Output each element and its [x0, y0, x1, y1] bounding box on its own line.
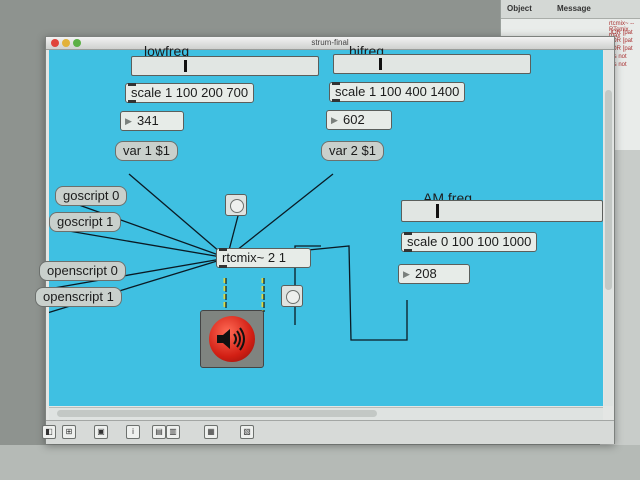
- horizontal-scroll-thumb[interactable]: [57, 410, 377, 417]
- zoom-light[interactable]: [73, 39, 81, 47]
- console-col-object: Object: [507, 4, 532, 13]
- scale-object-lowfreq[interactable]: scale 1 100 200 700: [125, 83, 255, 103]
- rtcmix-object[interactable]: rtcmix~ 2 1: [216, 248, 311, 268]
- lowfreq-label: lowfreq: [144, 43, 190, 59]
- dac-disc: [209, 316, 255, 362]
- number-box-lowfreq[interactable]: ▶ 341: [120, 111, 184, 131]
- patcher-toolbar: ◧ ⊞ ▣ i ▤ ▥ ▦ ▧: [42, 420, 614, 444]
- var-1-message[interactable]: var 1 $1: [115, 141, 178, 161]
- console-line: JOR [pat: [609, 38, 633, 44]
- slider-knob[interactable]: [379, 58, 382, 70]
- number-triangle-icon: ▶: [403, 269, 410, 279]
- vertical-scroll-thumb[interactable]: [605, 90, 612, 290]
- patch-cord: [226, 173, 334, 259]
- info-icon[interactable]: i: [126, 425, 140, 439]
- close-light[interactable]: [51, 39, 59, 47]
- scale-object-hifreq[interactable]: scale 1 100 400 1400: [329, 82, 466, 102]
- number-box-hifreq[interactable]: ▶ 602: [326, 110, 392, 130]
- goscript-1-message[interactable]: goscript 1: [49, 212, 122, 232]
- horizontal-scrollbar[interactable]: [49, 407, 603, 420]
- patch-cords: [49, 90, 410, 341]
- am-freq-slider[interactable]: [401, 200, 603, 222]
- console-header: [501, 0, 640, 19]
- bang-button[interactable]: [225, 194, 247, 216]
- console-line: ies not: [609, 54, 627, 60]
- presentation-icon[interactable]: ▤: [152, 425, 166, 439]
- number-box-am[interactable]: ▶ 208: [398, 264, 470, 284]
- number-triangle-icon: ▶: [331, 115, 338, 125]
- openscript-0-message[interactable]: openscript 0: [39, 261, 126, 281]
- console-col-message: Message: [557, 4, 591, 13]
- vertical-scrollbar[interactable]: [604, 50, 613, 406]
- minimize-light[interactable]: [62, 39, 70, 47]
- patch-cord: [128, 173, 228, 259]
- slider-knob[interactable]: [184, 60, 187, 72]
- window-title: strum-final: [311, 38, 349, 47]
- hifreq-slider[interactable]: [333, 54, 531, 74]
- console-line: JOR [pat: [609, 30, 633, 36]
- save-icon[interactable]: ▣: [94, 425, 108, 439]
- bang-button[interactable]: [281, 285, 303, 307]
- grid-icon[interactable]: ⊞: [62, 425, 76, 439]
- patcher-window: strum-final: [35, 36, 615, 444]
- align-icon[interactable]: ▦: [204, 425, 218, 439]
- console-line: JOR [pat: [609, 46, 633, 52]
- console-line: ies not: [609, 62, 627, 68]
- lock-icon[interactable]: ◧: [42, 425, 56, 439]
- scale-object-am[interactable]: scale 0 100 100 1000: [401, 232, 538, 252]
- patch-cord: [53, 257, 228, 289]
- zoom-icon[interactable]: ▧: [240, 425, 254, 439]
- number-triangle-icon: ▶: [125, 116, 132, 126]
- slider-knob[interactable]: [436, 204, 439, 218]
- patcher-canvas[interactable]: lowfreq hifreq AM freq scale 1 100 200 7…: [35, 43, 603, 406]
- paste-icon[interactable]: ▥: [166, 425, 180, 439]
- patch-cord: [62, 229, 228, 259]
- speaker-icon: [217, 327, 245, 351]
- goscript-0-message[interactable]: goscript 0: [55, 186, 128, 206]
- window-titlebar[interactable]: strum-final: [46, 37, 614, 50]
- desktop-background-bottom: [0, 445, 640, 480]
- var-2-message[interactable]: var 2 $1: [321, 141, 384, 161]
- lowfreq-slider[interactable]: [131, 56, 319, 76]
- dac-button[interactable]: [200, 310, 264, 368]
- openscript-1-message[interactable]: openscript 1: [35, 287, 122, 307]
